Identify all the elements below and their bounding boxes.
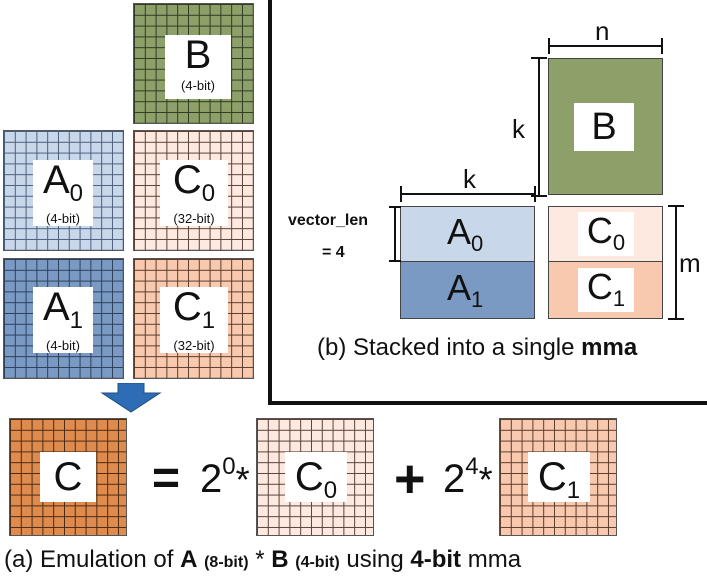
caption-b-prefix: (b) Stacked into a single <box>317 334 582 361</box>
coefficient-2-pow-4: 24* <box>443 453 493 501</box>
caption-a-suffix: mma <box>461 546 522 573</box>
dim-k-horizontal-label: k <box>463 164 476 194</box>
vector-len-tick-bottom <box>389 260 401 262</box>
matrix-c1-grid <box>133 258 254 379</box>
matrix-a0-letter: A0 <box>42 158 84 207</box>
dim-m-label: m <box>679 248 701 278</box>
matrix-c0-letter: C0 <box>172 158 216 207</box>
caption-b-bold: mma <box>581 334 638 361</box>
matrix-b-letter: B <box>184 33 212 77</box>
dim-k-vertical-tick-top <box>531 57 547 59</box>
stacked-a1-label: A1 <box>447 267 484 312</box>
matrix-c1-letter: C1 <box>172 285 216 334</box>
dim-n-tick-left <box>548 38 550 54</box>
stacked-c1-label-bg: C1 <box>578 268 634 312</box>
vector-len-label: vector_len <box>288 212 369 229</box>
stacked-c1-label: C1 <box>586 266 626 311</box>
dim-n-tick-right <box>661 38 663 54</box>
equation-c1-label: C1 <box>528 452 590 504</box>
plus-sign: + <box>394 449 426 509</box>
dim-k-horizontal-line <box>401 193 535 195</box>
matrix-c1-bitwidth: (32-bit) <box>173 338 215 353</box>
coefficient-2-pow-0: 20* <box>200 453 250 501</box>
caption-a-bits: 4-bit <box>410 546 462 573</box>
caption-b: (b) Stacked into a single mma <box>317 334 637 362</box>
dim-k-horizontal-tick-left <box>400 186 402 202</box>
matrix-c1-label: C1 (32-bit) <box>160 287 228 353</box>
equals-sign: = <box>152 452 181 505</box>
stacked-a0-label: A0 <box>447 211 484 256</box>
matrix-a1-bitwidth: (4-bit) <box>46 338 80 353</box>
caption-a-using: using <box>339 546 411 573</box>
matrix-a0-bitwidth: (4-bit) <box>46 211 80 226</box>
vector-len-value: = 4 <box>322 244 345 261</box>
dim-m-tick-bottom <box>668 318 684 320</box>
dim-k-vertical-label: k <box>512 114 525 144</box>
stacked-a1-block <box>400 261 535 319</box>
vertical-divider <box>268 0 272 404</box>
dim-n-label: n <box>595 16 610 46</box>
vector-len-bracket <box>394 206 396 262</box>
equation-c1-letter: C1 <box>537 455 581 504</box>
dim-n-line <box>549 45 662 47</box>
equation-c0-label: C0 <box>285 452 347 504</box>
dim-k-vertical-line <box>538 58 540 196</box>
matrix-a0-label: A0 (4-bit) <box>33 160 93 226</box>
horizontal-divider <box>268 401 707 405</box>
stacked-b-letter: B <box>591 106 617 148</box>
matrix-c0-bitwidth: (32-bit) <box>173 211 215 226</box>
down-arrow-icon <box>100 383 162 413</box>
caption-a-prefix: (a) Emulation of <box>4 546 181 573</box>
equation-c0-letter: C0 <box>294 455 338 504</box>
result-c-label: C <box>40 452 96 502</box>
caption-a-mid: * <box>248 546 272 573</box>
matrix-b-bitwidth: (4-bit) <box>181 78 215 93</box>
matrix-a1-letter: A1 <box>42 285 84 334</box>
caption-a: (a) Emulation of A (8-bit) * B (4-bit) u… <box>4 546 521 574</box>
stacked-b-label: B <box>574 103 634 151</box>
dim-m-tick-top <box>668 205 684 207</box>
dim-k-vertical-tick-bottom <box>531 195 547 197</box>
dim-m-line <box>675 206 677 319</box>
result-c-letter: C <box>53 455 83 499</box>
stacked-c0-label-bg: C0 <box>578 212 634 256</box>
vector-len-tick-top <box>389 206 401 208</box>
matrix-b-label: B (4-bit) <box>165 35 231 99</box>
caption-a-a: A <box>180 546 198 573</box>
matrix-a1-label: A1 (4-bit) <box>33 287 93 353</box>
matrix-c0-label: C0 (32-bit) <box>160 160 228 226</box>
dim-k-horizontal-tick-right <box>534 186 536 202</box>
caption-a-b-note: (4-bit) <box>295 554 340 571</box>
stacked-c0-label: C0 <box>586 210 626 255</box>
caption-a-a-note: (8-bit) <box>204 554 249 571</box>
caption-a-b: B <box>271 546 289 573</box>
